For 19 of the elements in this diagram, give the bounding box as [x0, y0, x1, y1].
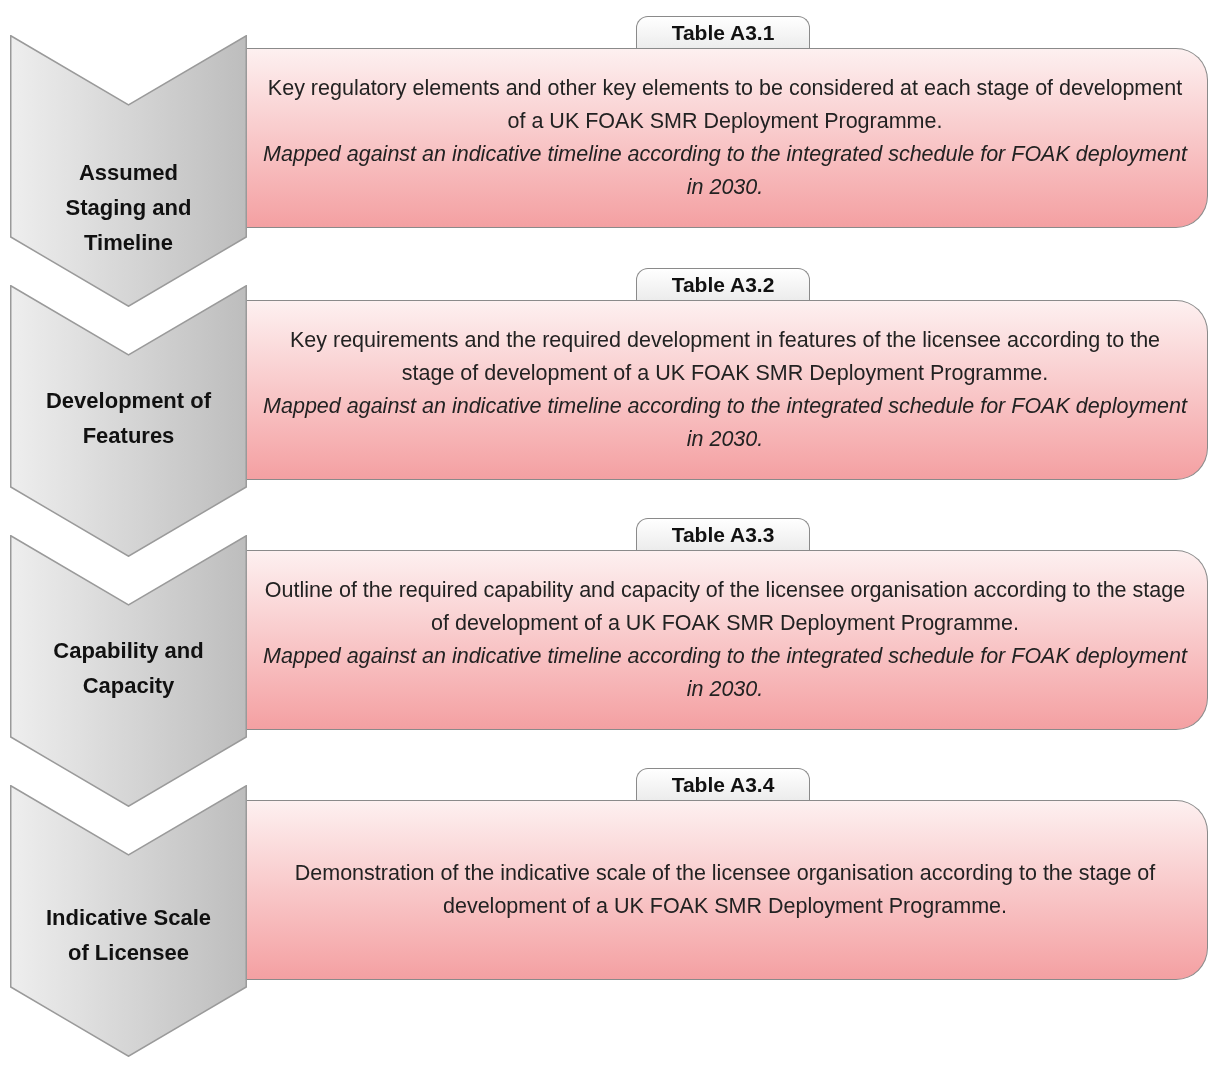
description-text: Key regulatory elements and other key elements to be considered at each stage of development of a UK FOAK SMR Deployment Programme.	[266, 75, 1184, 135]
step-label: Development of Features	[45, 387, 212, 450]
step-label: Capability and Capacity	[52, 637, 205, 700]
table-tab: Table A3.3	[636, 518, 810, 550]
description-text: Demonstration of the indicative scale of the licensee organisation according to the stage of development of a UK FOAK SMR Deployment Programme.	[293, 860, 1157, 920]
step-label: Indicative Scale of Licensee	[44, 904, 213, 967]
table-tab: Table A3.4	[636, 768, 810, 800]
step-label: Assumed Staging and Timeline	[64, 159, 193, 257]
note-text: Mapped against an indicative timeline according to the integrated schedule for FOAK deployment in 2030.	[262, 141, 1189, 201]
description-text: Outline of the required capability and capacity of the licensee organisation according to the stage of development of a UK FOAK SMR Deployment Programme.	[263, 577, 1187, 637]
chevron-step	[10, 285, 247, 557]
chevron-step	[10, 35, 247, 307]
note-text: Mapped against an indicative timeline according to the integrated schedule for FOAK deployment in 2030.	[262, 643, 1189, 703]
table-tab: Table A3.2	[636, 268, 810, 300]
description-text: Key requirements and the required development in features of the licensee according to the stage of development of a UK FOAK SMR Deployment Programme.	[288, 327, 1162, 387]
note-text: Mapped against an indicative timeline according to the integrated schedule for FOAK deployment in 2030.	[262, 393, 1189, 453]
chevron-step	[10, 785, 247, 1057]
chevron-step	[10, 535, 247, 807]
table-tab: Table A3.1	[636, 16, 810, 48]
